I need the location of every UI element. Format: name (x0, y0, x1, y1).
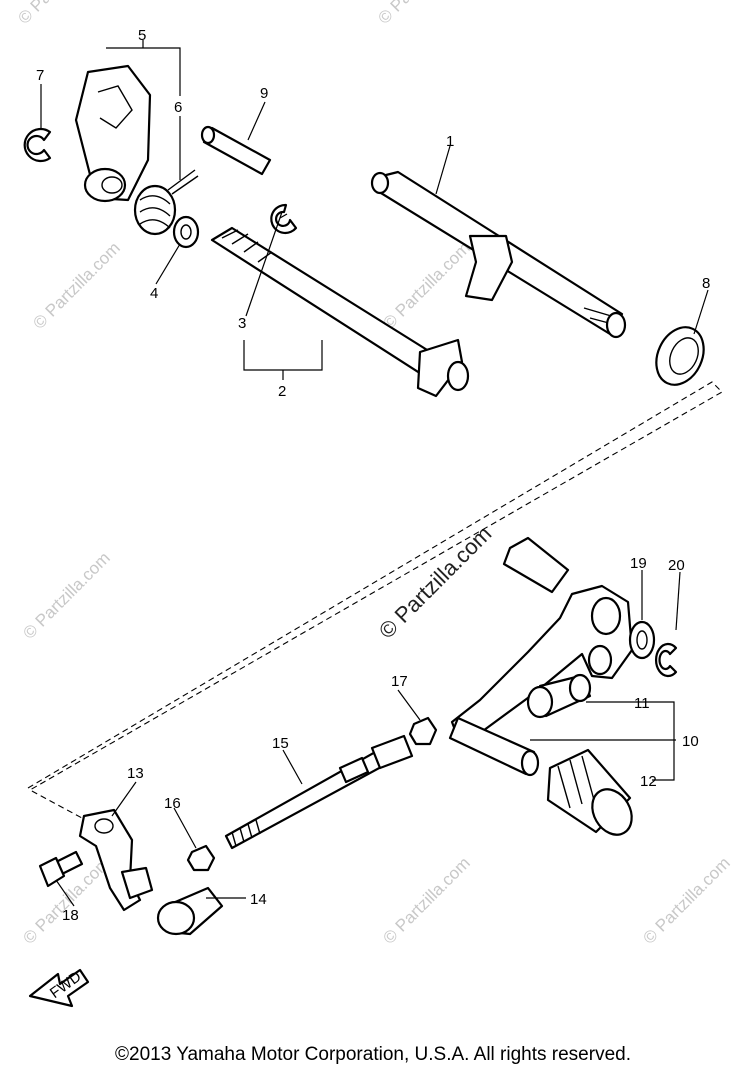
part-5-shift-arm (74, 64, 152, 203)
callout-7: 7 (36, 67, 44, 84)
callout-10: 10 (682, 733, 699, 750)
part-4-washer (172, 215, 200, 249)
callout-6: 6 (174, 99, 182, 116)
part-19-washer (628, 620, 656, 660)
fwd-arrow-icon: FWD (28, 968, 90, 1008)
callout-4: 4 (150, 285, 158, 302)
watermark: © Partzilla.com (374, 0, 468, 28)
part-11-collar (526, 673, 592, 719)
callout-17: 17 (391, 673, 408, 690)
watermark: © Partzilla.com (379, 238, 473, 332)
callout-14: 14 (250, 891, 267, 908)
part-15-shift-rod (224, 734, 414, 850)
part-3-circlip (270, 203, 298, 235)
part-16-nut (186, 844, 216, 872)
part-13-shift-arm (78, 808, 154, 912)
watermark: © Partzilla.com (19, 548, 113, 642)
part-1-shift-shaft (370, 170, 627, 339)
copyright-notice: ©2013 Yamaha Motor Corporation, U.S.A. A… (115, 1044, 631, 1065)
part-14-rod-end (156, 886, 224, 936)
callout-16: 16 (164, 795, 181, 812)
callout-3: 3 (238, 315, 246, 332)
watermark: © Partzilla.com (14, 0, 108, 28)
callout-1: 1 (446, 133, 454, 150)
callout-labels: 5 6 7 9 4 3 2 1 8 19 20 11 10 12 17 15 1… (36, 27, 710, 924)
watermark: © Partzilla.com (639, 853, 733, 947)
part-2-shift-shaft (210, 226, 470, 398)
part-20-circlip (655, 642, 678, 678)
part-10-shift-pedal (448, 584, 634, 777)
callout-2: 2 (278, 383, 286, 400)
part-8-oil-seal (655, 326, 705, 386)
callout-11: 11 (634, 695, 650, 712)
part-9-pin (200, 125, 272, 176)
callout-20: 20 (668, 557, 685, 574)
assembly-dashed-line (27, 381, 723, 819)
callout-8: 8 (702, 275, 710, 292)
part-17-nut (408, 716, 438, 746)
part-12-pedal-rubber (546, 748, 633, 836)
part-18-bolt (38, 850, 84, 888)
callout-19: 19 (630, 555, 647, 572)
callout-12: 12 (640, 773, 657, 790)
pedal-shaft-stub (502, 536, 570, 594)
callout-9: 9 (260, 85, 268, 102)
callout-18: 18 (62, 907, 79, 924)
callout-5: 5 (138, 27, 146, 44)
leader-lines (40, 40, 709, 907)
watermark: © Partzilla.com (379, 853, 473, 947)
part-7-circlip (23, 127, 52, 163)
watermark: © Partzilla.com (29, 238, 123, 332)
part-6-spring (133, 169, 199, 236)
callout-13: 13 (127, 765, 144, 782)
callout-15: 15 (272, 735, 289, 752)
